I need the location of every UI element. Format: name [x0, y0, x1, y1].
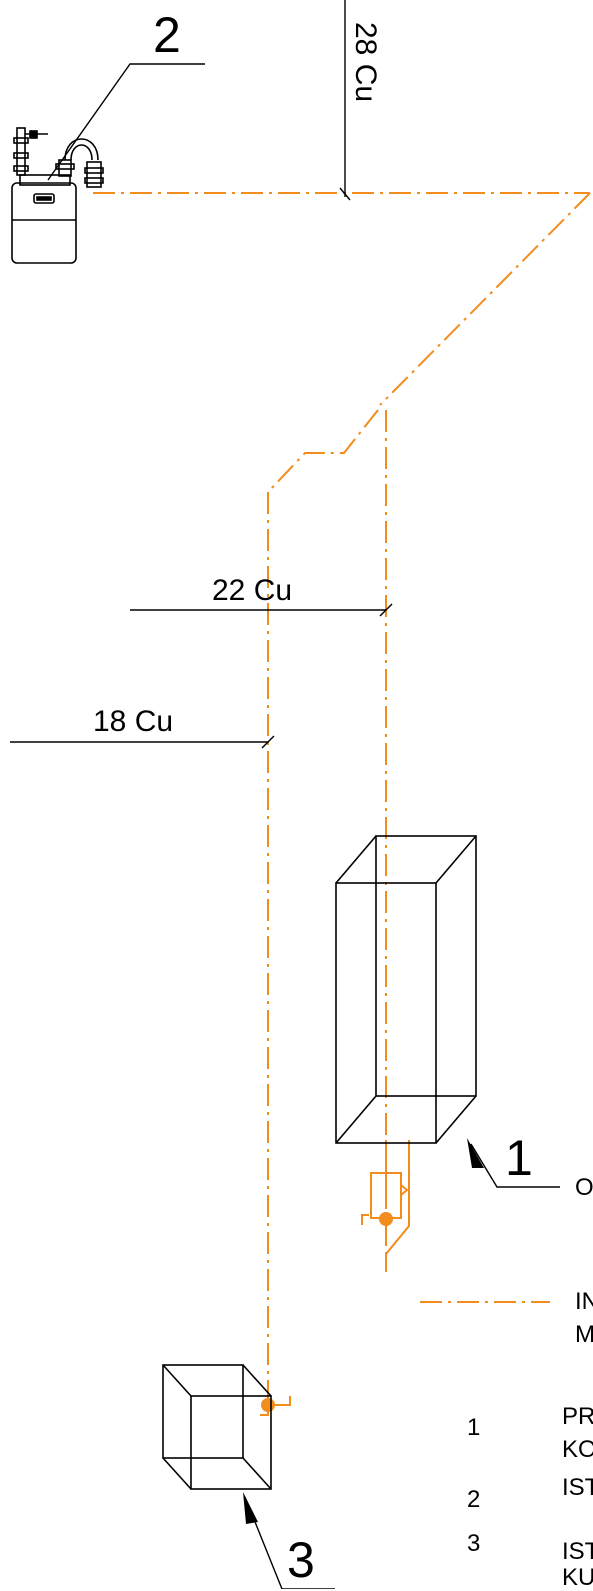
gas-meter-icon [11, 127, 104, 264]
pipe-label-18cu: 18 Cu [93, 705, 174, 738]
valve-dot-stove [261, 1398, 275, 1412]
heater-outlet-pipe [385, 1140, 410, 1272]
callout-number-3: 3 [287, 1532, 315, 1588]
leader-2 [47, 63, 205, 181]
callout-number-1: 1 [505, 1130, 533, 1186]
legend-item-1-num: 1 [467, 1414, 481, 1441]
legend-item-1-line2: KO [562, 1436, 593, 1463]
pipe-label-22cu: 22 Cu [212, 574, 293, 607]
leader-1 [470, 1143, 560, 1188]
pipe-diagonal-down [379, 192, 591, 406]
legend-item-2-num: 2 [467, 1486, 481, 1513]
leader-lines [10, 0, 560, 1589]
legend-item-3-line2: KU [562, 1564, 593, 1591]
pipe-branch-jog [267, 409, 379, 493]
legend-o-partial: O [575, 1174, 593, 1201]
legend-item-3-line1: IST [562, 1538, 593, 1565]
legend-item-2-line1: IST [562, 1474, 593, 1501]
callout-number-2: 2 [153, 7, 181, 63]
legend-item-1-line1: PR [562, 1403, 593, 1430]
legend-item-3-num: 3 [467, 1530, 481, 1557]
gas-pipe-network [93, 192, 591, 1400]
valve-dot-heater [379, 1212, 393, 1226]
stove-box-icon [162, 1364, 272, 1490]
legend-pipe-line-1: IN [575, 1288, 593, 1315]
pipe-label-28cu: 28 Cu [349, 22, 382, 103]
valve-stub-heater [361, 1214, 369, 1225]
pipe-fittings [260, 1140, 410, 1416]
water-heater-box-icon [335, 835, 477, 1144]
arrowhead-3 [243, 1492, 258, 1524]
legend-pipe-line-2: M [575, 1321, 593, 1348]
arrowhead-1 [467, 1138, 484, 1168]
leader-3 [244, 1496, 335, 1589]
